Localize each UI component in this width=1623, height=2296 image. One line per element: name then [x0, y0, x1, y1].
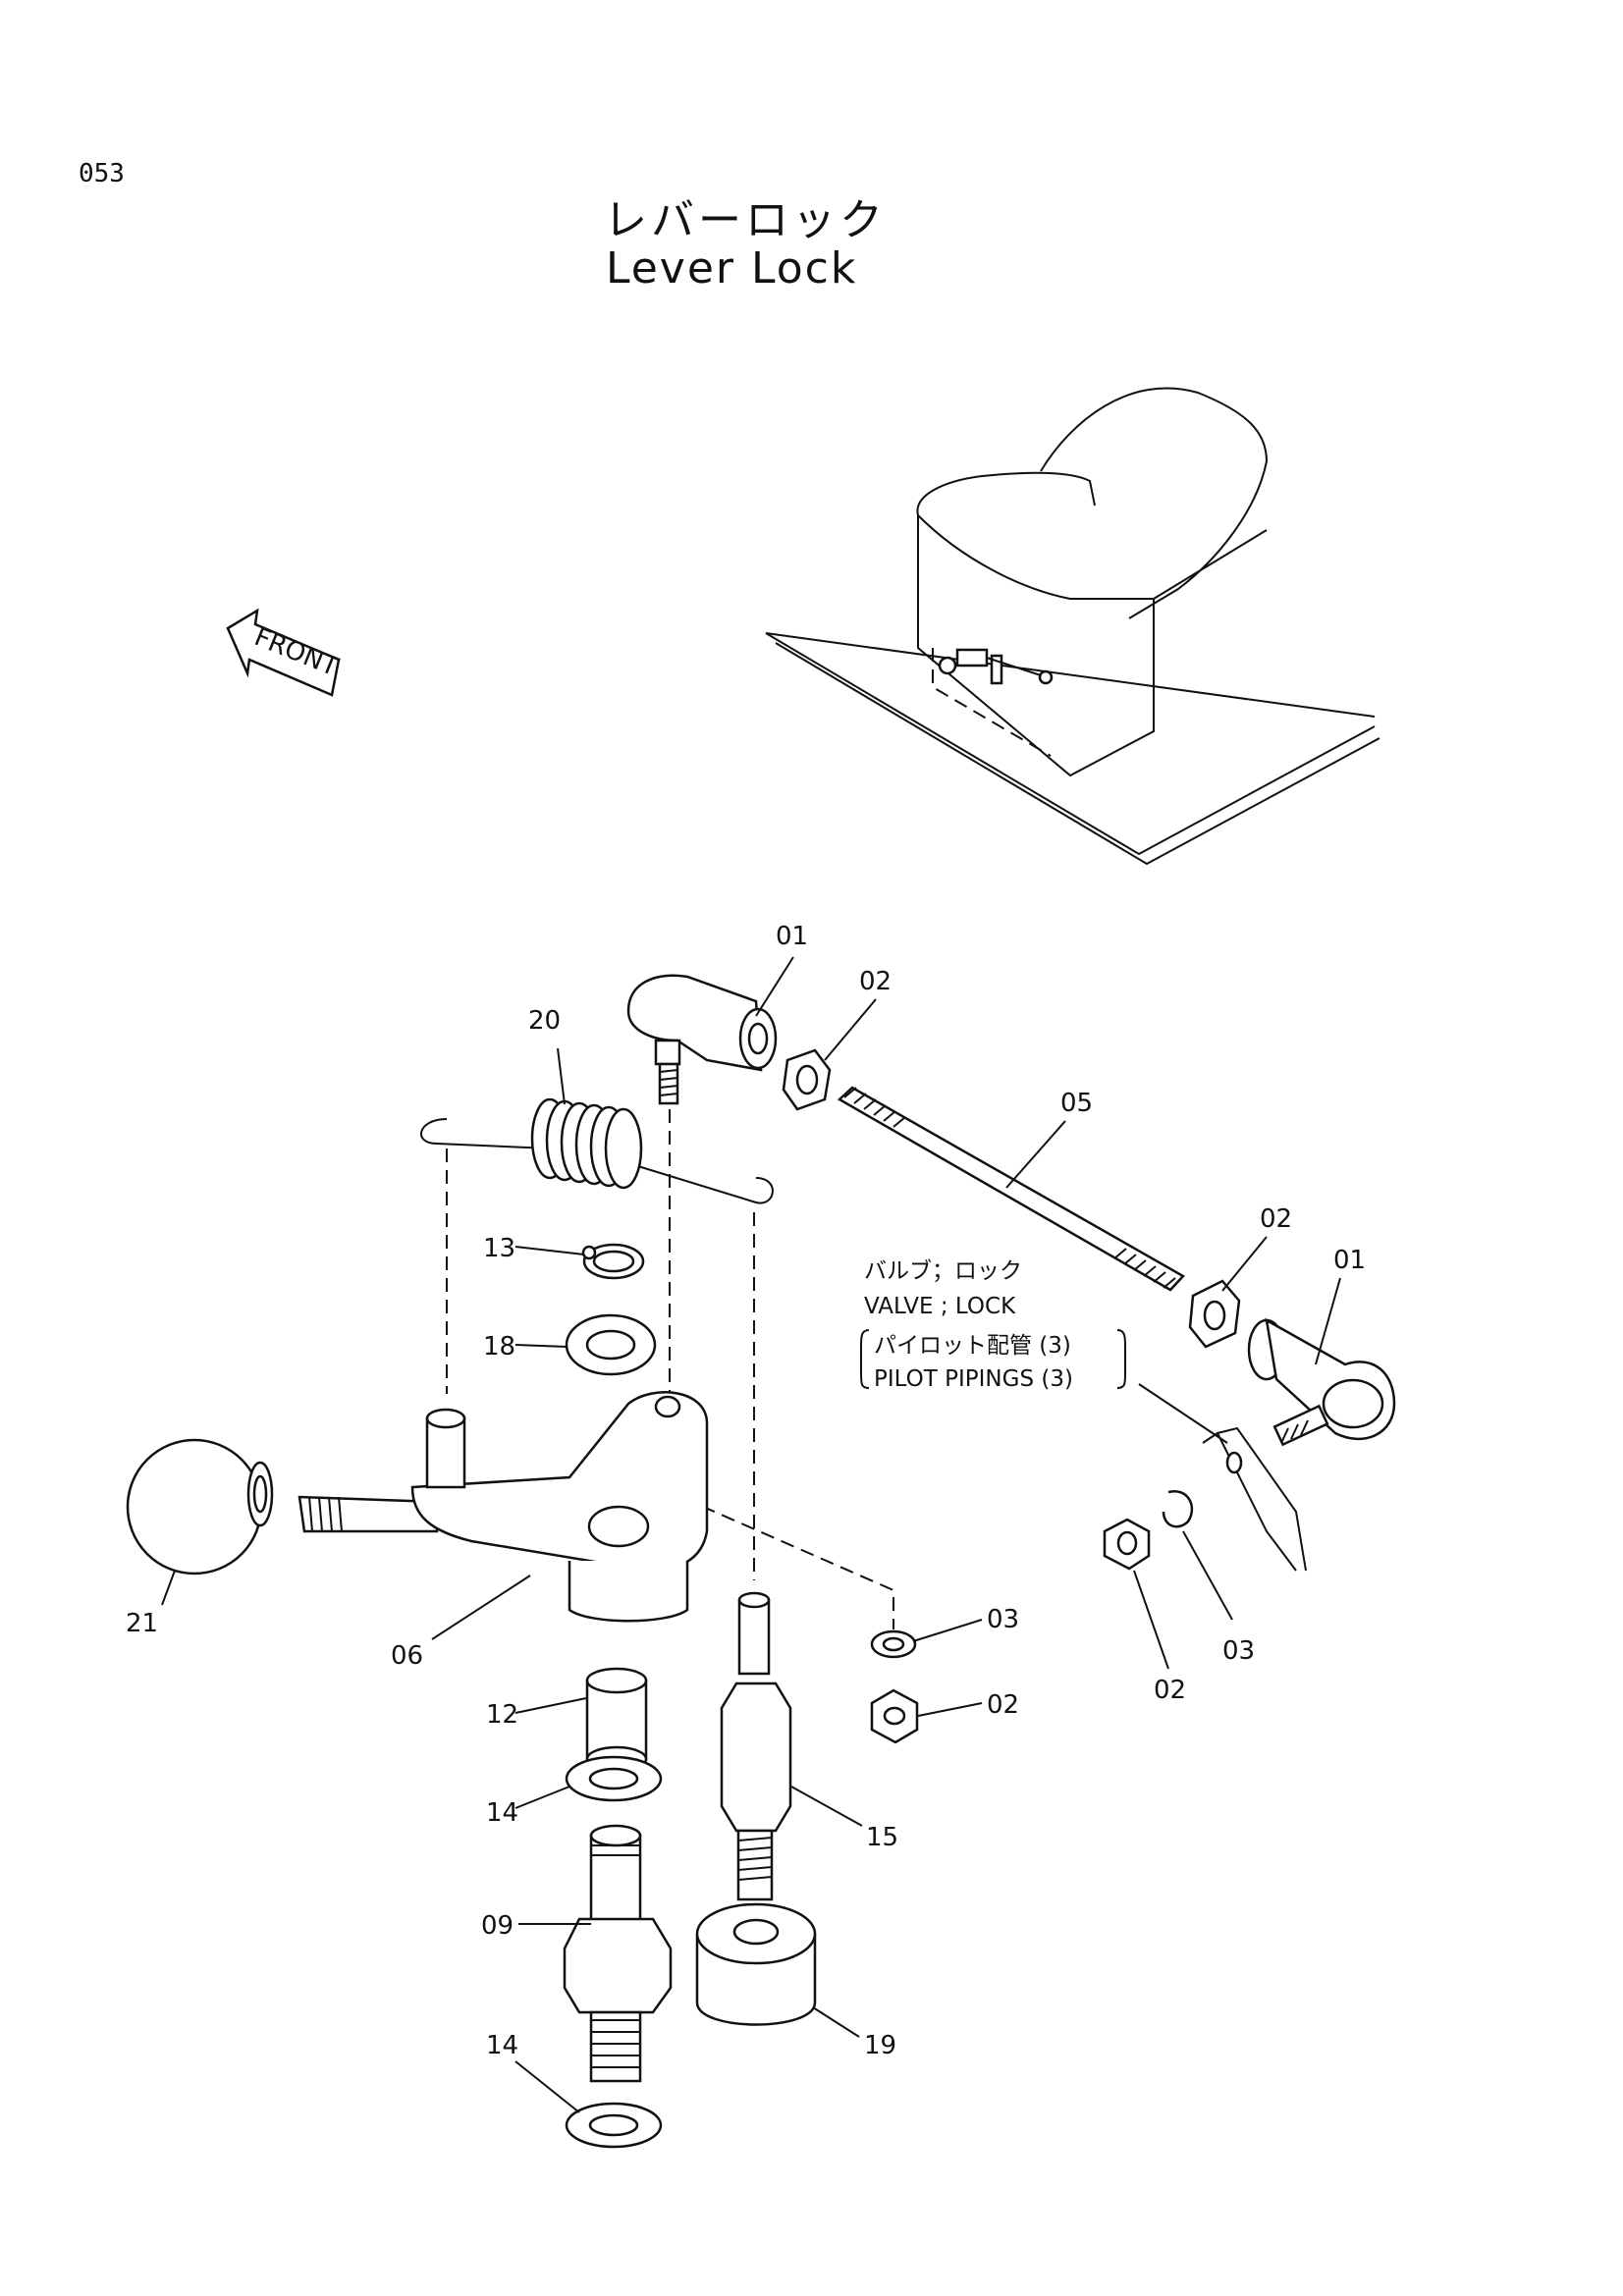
label-13: 13	[483, 1234, 515, 1263]
lever-plate-06	[298, 1391, 709, 1623]
washer-14-top	[565, 1755, 663, 1802]
snap-ring-13	[581, 1243, 645, 1280]
front-arrow-icon: FRONT	[226, 608, 342, 697]
bushing-12	[585, 1667, 648, 1773]
label-02-mid: 02	[987, 1690, 1019, 1720]
note-line-3: パイロット配管 (3)	[874, 1333, 1071, 1359]
label-12: 12	[486, 1700, 518, 1730]
label-02-top: 02	[859, 967, 892, 996]
nut-02-mid	[870, 1688, 919, 1744]
label-01-right: 01	[1333, 1246, 1366, 1275]
valve-bracket	[1138, 1383, 1307, 1572]
nut-02-right	[1188, 1279, 1241, 1349]
note-line-4: PILOT PIPINGS (3)	[874, 1366, 1073, 1392]
page-number: 053	[79, 159, 125, 188]
knob-21	[126, 1438, 274, 1575]
label-05: 05	[1060, 1089, 1093, 1118]
rod-end-01-right	[1247, 1317, 1396, 1447]
title-japanese: レバーロック	[604, 195, 887, 245]
label-21: 21	[126, 1609, 158, 1638]
valve-note: バルブ；ロック VALVE ; LOCK パイロット配管 (3) PILOT P…	[860, 1258, 1126, 1392]
spacer-19	[695, 1902, 817, 2026]
label-19: 19	[864, 2031, 896, 2060]
leader-lines	[161, 956, 1341, 2113]
note-line-1: バルブ；ロック	[864, 1258, 1022, 1284]
label-02-low: 02	[1154, 1676, 1186, 1705]
label-01-top: 01	[776, 922, 808, 951]
label-14-top: 14	[486, 1798, 518, 1828]
threaded-rod-05	[837, 1086, 1185, 1292]
label-20: 20	[528, 1006, 561, 1036]
stud-15	[720, 1591, 792, 1901]
label-18: 18	[483, 1332, 515, 1362]
label-06: 06	[391, 1641, 423, 1671]
label-02-right: 02	[1260, 1204, 1292, 1234]
seat-overview	[765, 387, 1380, 866]
label-15: 15	[866, 1823, 898, 1852]
washer-14-bottom	[565, 2102, 663, 2149]
nut-02-low	[1103, 1518, 1151, 1571]
lever-lock-assembly-icon	[938, 648, 1054, 685]
rod-end-01-top	[626, 974, 778, 1105]
washer-18	[565, 1313, 657, 1376]
spring-20	[420, 1097, 774, 1204]
title-english: Lever Lock	[606, 243, 858, 294]
pivot-pin-09	[563, 1824, 673, 2083]
lock-washer-03-mid	[870, 1629, 917, 1659]
note-line-2: VALVE ; LOCK	[864, 1294, 1016, 1319]
label-03-low: 03	[1222, 1636, 1255, 1666]
label-09: 09	[481, 1911, 514, 1941]
nut-02-top	[782, 1048, 832, 1111]
lock-washer-03-low	[1162, 1489, 1194, 1528]
label-14-bottom: 14	[486, 2031, 518, 2060]
label-03-mid: 03	[987, 1605, 1019, 1634]
